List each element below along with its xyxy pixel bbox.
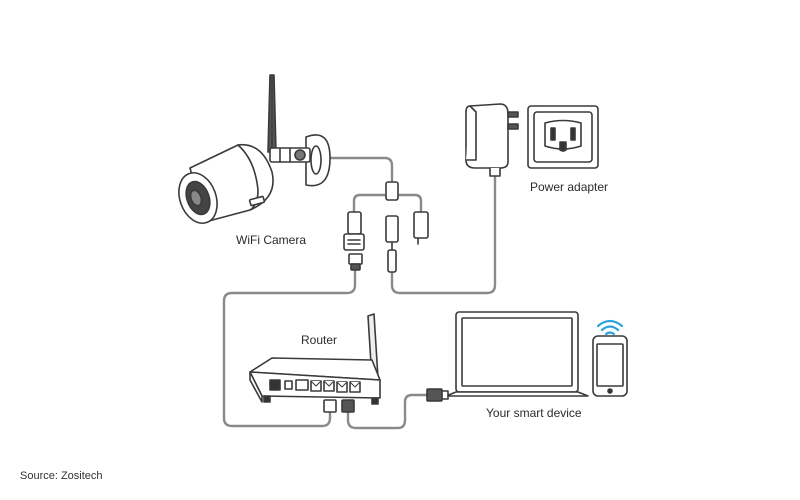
cables xyxy=(222,156,497,430)
power-adapter-label: Power adapter xyxy=(530,180,609,194)
wifi-icon xyxy=(596,319,624,336)
smartphone-icon xyxy=(592,335,628,397)
router-label: Router xyxy=(301,333,338,347)
dc-branch xyxy=(390,193,423,214)
power-adapter-icon xyxy=(465,103,519,177)
camera-icon xyxy=(178,74,331,224)
power-cable xyxy=(390,168,497,295)
wall-outlet-icon xyxy=(527,105,599,169)
camera-cable xyxy=(320,156,394,192)
source-caption: Source: Zositech xyxy=(20,470,103,482)
router-icon xyxy=(249,313,381,413)
smart-device-label: Your smart device xyxy=(486,406,582,420)
camera-to-router-cable xyxy=(222,268,357,428)
ethernet-branch xyxy=(352,193,394,214)
cable-splitter xyxy=(343,181,429,273)
wifi-camera-label: WiFi Camera xyxy=(236,233,307,247)
laptop-icon xyxy=(426,311,589,402)
router-to-laptop-cable xyxy=(346,393,429,430)
